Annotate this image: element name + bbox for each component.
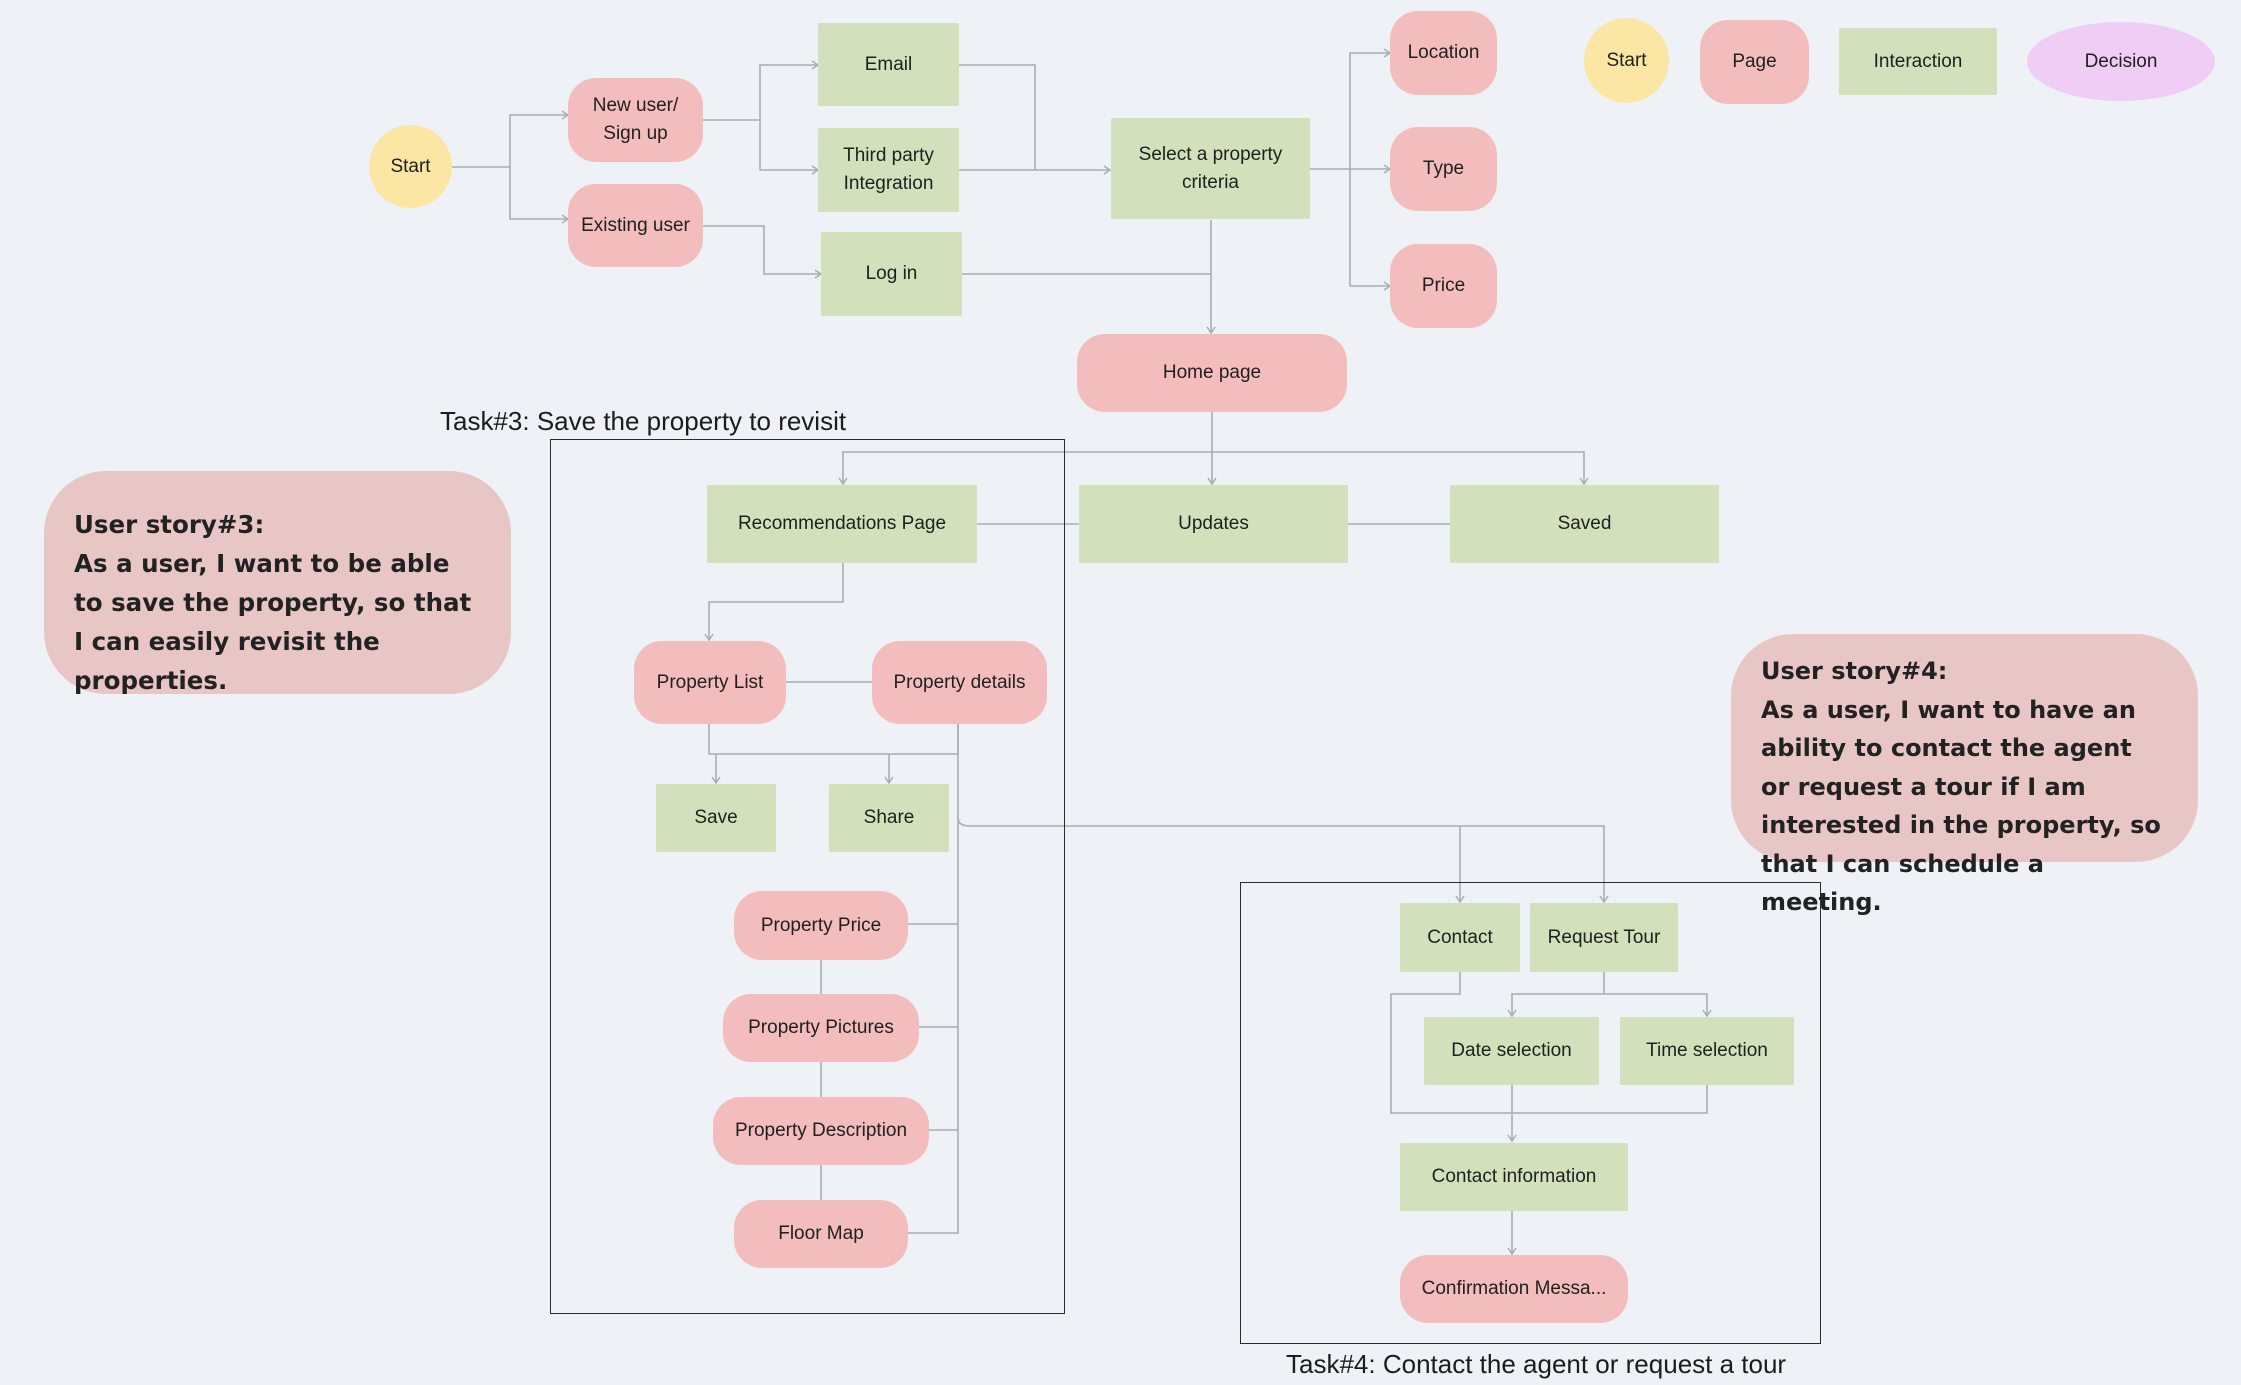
- task3-frame: [550, 439, 1065, 1314]
- edge-tour-date: [1507, 972, 1605, 1018]
- edge-details-contact: [957, 817, 1465, 904]
- task3-label: Task#3: Save the property to revisit: [440, 406, 847, 436]
- start-node: Start: [369, 125, 452, 208]
- time-selection-interaction: Time selection: [1620, 1017, 1794, 1085]
- edge-criteria-location: [1310, 48, 1392, 170]
- edge-new-email: [703, 60, 820, 121]
- edge-home-recommendations: [838, 451, 1212, 486]
- contact-interaction: Contact: [1400, 903, 1520, 972]
- edge-start-existing: [509, 167, 570, 224]
- edge-details-trunk: [908, 724, 959, 1234]
- saved-interaction: Saved: [1450, 485, 1719, 563]
- login-interaction: Log in: [821, 232, 962, 316]
- confirmation-message-page: Confirmation Messa...: [1400, 1255, 1628, 1323]
- location-page: Location: [1390, 11, 1497, 95]
- request-tour-interaction: Request Tour: [1530, 903, 1678, 972]
- legend-decision: Decision: [2027, 22, 2215, 101]
- task4-frame: [1240, 882, 1821, 1344]
- user-story-4-title: User story#4:: [1761, 657, 1948, 685]
- edge-home-saved: [1212, 451, 1589, 486]
- edge-time-merge: [1512, 1084, 1708, 1114]
- price-page: Price: [1390, 244, 1497, 328]
- edge-details-tour: [1460, 825, 1609, 904]
- edge-contact-bypass: [1390, 972, 1512, 1114]
- property-details-page: Property details: [872, 641, 1047, 724]
- user-story-3: User story#3: As a user, I want to be ab…: [44, 471, 511, 695]
- contact-information-interaction: Contact information: [1400, 1143, 1628, 1211]
- email-interaction: Email: [818, 23, 959, 106]
- legend-page: Page: [1700, 20, 1809, 104]
- save-interaction: Save: [656, 784, 776, 852]
- legend-start: Start: [1584, 18, 1669, 103]
- edge-start-new: [452, 110, 570, 168]
- existing-user-page: Existing user: [568, 184, 703, 267]
- recommendations-interaction: Recommendations Page: [707, 485, 977, 563]
- user-story-3-title: User story#3:: [74, 510, 265, 539]
- select-criteria-interaction: Select a property criteria: [1111, 118, 1310, 219]
- task4-label: Task#4: Contact the agent or request a t…: [1286, 1349, 1787, 1379]
- edge-new-thirdparty: [759, 120, 820, 175]
- home-page: Home page: [1077, 334, 1347, 412]
- user-story-4-body: As a user, I want to have an ability to …: [1761, 695, 2161, 917]
- edge-criteria-price: [1349, 169, 1392, 291]
- updates-interaction: Updates: [1079, 485, 1348, 563]
- third-party-interaction: Third party Integration: [818, 128, 959, 212]
- floor-map-page: Floor Map: [734, 1200, 908, 1268]
- property-list-page: Property List: [634, 641, 786, 724]
- edge-recommendations-list: [704, 563, 844, 642]
- user-story-3-body: As a user, I want to be able to save the…: [74, 549, 472, 695]
- property-description-page: Property Description: [713, 1097, 929, 1165]
- type-page: Type: [1390, 127, 1497, 211]
- edge-tour-time: [1604, 993, 1712, 1018]
- edge-email-criteria: [959, 64, 1036, 170]
- date-selection-interaction: Date selection: [1424, 1017, 1599, 1085]
- user-story-4: User story#4: As a user, I want to have …: [1731, 634, 2198, 916]
- legend-interaction: Interaction: [1839, 28, 1997, 95]
- edge-existing-login: [703, 225, 823, 279]
- new-user-page: New user/ Sign up: [568, 78, 703, 162]
- property-price-page: Property Price: [734, 891, 908, 960]
- property-pictures-page: Property Pictures: [723, 994, 919, 1062]
- share-interaction: Share: [829, 784, 949, 852]
